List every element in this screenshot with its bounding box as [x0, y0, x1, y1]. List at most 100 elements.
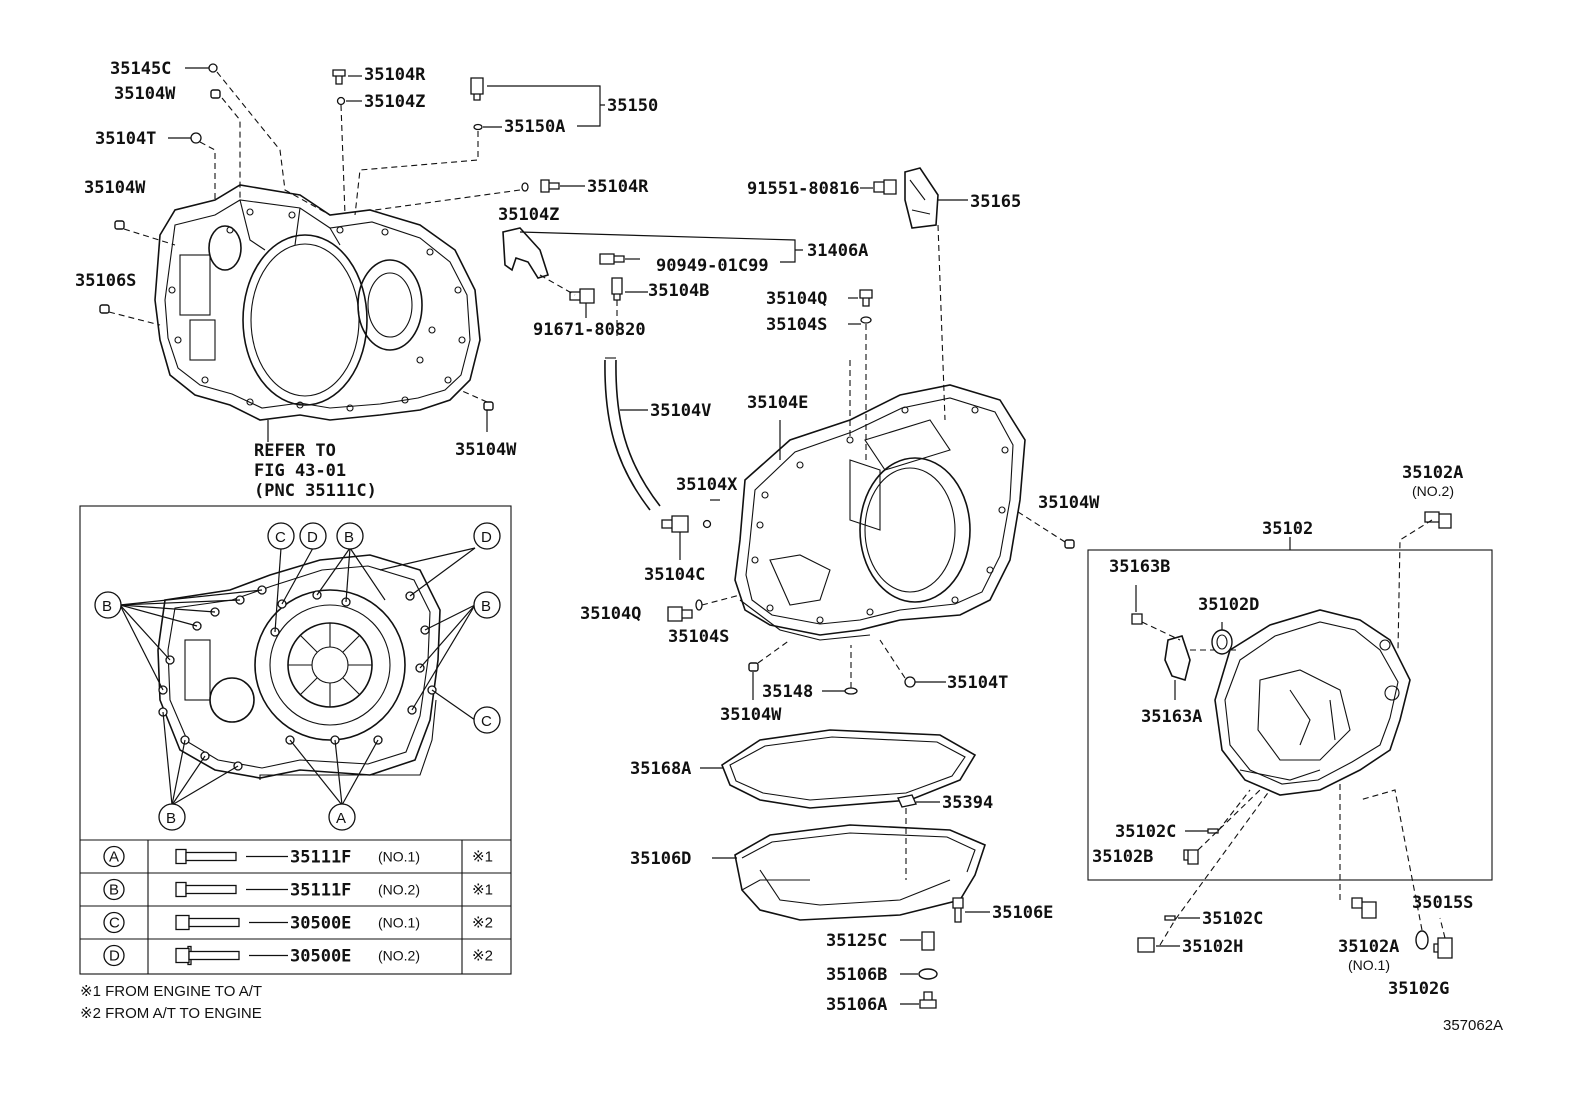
- callout-D-top-text: D: [307, 529, 318, 546]
- washer-35104Z-a: [336, 96, 346, 106]
- hose-35104V: [604, 359, 651, 511]
- label-35102H: 35102H: [1182, 937, 1243, 957]
- table-key-circle: [103, 845, 125, 868]
- pin-35106S: [99, 304, 110, 314]
- o-ring-35104T-a: [190, 132, 202, 144]
- label-35163B: 35163B: [1109, 557, 1170, 577]
- o-ring-35150A: [473, 123, 483, 131]
- table-no: (NO.2): [378, 948, 420, 964]
- table-row: A 35111F (NO.1) ※1: [103, 845, 493, 868]
- transaxle-housing-drawing: [154, 184, 481, 421]
- table-mark: ※2: [472, 948, 493, 965]
- label-91671-80820: 91671-80820: [533, 320, 646, 340]
- label-35102C-a: 35102C: [1115, 822, 1176, 842]
- o-ring-35145C: [208, 63, 218, 73]
- plug-35104Q-b: [667, 606, 693, 622]
- footnote-2: ※2 FROM A/T TO ENGINE: [80, 1005, 262, 1022]
- bolt-icon: [175, 881, 187, 898]
- bolt-shank-icon: [185, 884, 237, 895]
- gasket-35148: [844, 687, 858, 695]
- label-35104W-d: 35104W: [1038, 493, 1100, 513]
- bolt-91551: [873, 179, 897, 195]
- callout-B-top-text: B: [344, 529, 354, 546]
- bolt-icon: [175, 914, 190, 931]
- label-35150: 35150: [607, 96, 658, 116]
- label-35102A-a: 35102A: [1402, 463, 1463, 483]
- label-35104Z-b: 35104Z: [498, 205, 559, 225]
- callout-B-right-text: B: [481, 598, 491, 615]
- table-no: (NO.1): [378, 849, 420, 865]
- label-35104W-e: 35104W: [720, 705, 782, 725]
- table-part: 35111F: [290, 881, 351, 901]
- plug-35015S: [1433, 937, 1453, 959]
- bolt-35106E: [952, 897, 964, 923]
- tube-35125C: [921, 931, 935, 951]
- oil-pan-group: [700, 729, 990, 1009]
- case-small-parts: [667, 289, 1075, 700]
- bracket-31406A: [502, 227, 550, 279]
- label-35163A: 35163A: [1141, 707, 1202, 727]
- small-parts-top-left: [99, 63, 560, 411]
- bolt-location-view: [119, 547, 476, 806]
- pin-35102C-b: [1164, 915, 1176, 921]
- oil-pan-35106D: [734, 824, 986, 921]
- callout-A-bottom: [328, 803, 356, 831]
- callout-D-right-text: D: [481, 529, 492, 546]
- label-90949-01C99: 90949-01C99: [656, 256, 769, 276]
- seal-35102D: [1211, 629, 1233, 655]
- plug-35102H: [1137, 937, 1155, 953]
- table-mark: ※1: [472, 882, 493, 899]
- label-35102D: 35102D: [1198, 595, 1259, 615]
- label-35104T-b: 35104T: [947, 673, 1008, 693]
- label-35394: 35394: [942, 793, 993, 813]
- gasket-35102G: [1415, 930, 1429, 950]
- bolt-icon: [175, 848, 187, 865]
- callout-B-left-text: B: [102, 598, 112, 615]
- washer-35104Z-b: [521, 182, 529, 192]
- table-part: 35111F: [290, 848, 351, 868]
- callout-B-bottom-text: B: [166, 810, 176, 827]
- figure-id: 357062A: [1443, 1017, 1503, 1034]
- label-35168A: 35168A: [630, 759, 691, 779]
- extension-housing-drawing: [1214, 609, 1411, 796]
- footnote-1: ※1 FROM ENGINE TO A/T: [80, 983, 262, 1000]
- plug-35150: [470, 77, 484, 101]
- callout-B-right: [473, 591, 501, 619]
- label-35104S-a: 35104S: [766, 315, 827, 335]
- bolt-35163B: [1131, 613, 1143, 625]
- table-key: A: [109, 849, 119, 866]
- label-35150A: 35150A: [504, 117, 565, 137]
- bracket-35165: [904, 167, 939, 229]
- label-35102A-b: 35102A: [1338, 937, 1399, 957]
- leader-lines-top-left: [108, 67, 605, 442]
- bolt-shank-icon: [185, 851, 237, 862]
- table-mark: ※1: [472, 849, 493, 866]
- bolt-shank-icon: [188, 950, 240, 961]
- label-35102C-b: 35102C: [1202, 909, 1263, 929]
- bolt-35102B: [1183, 849, 1199, 865]
- label-35104W-b: 35104W: [84, 178, 146, 198]
- bracket-parts: [502, 227, 803, 560]
- label-35106B: 35106B: [826, 965, 887, 985]
- label-35106A: 35106A: [826, 995, 887, 1015]
- table-key: D: [109, 948, 120, 965]
- pin-35102C-a: [1207, 828, 1219, 834]
- label-35104W-c: 35104W: [455, 440, 517, 460]
- label-35102A-b-no: (NO.1): [1348, 957, 1390, 973]
- filter-35394: [897, 794, 917, 808]
- table-key: C: [109, 915, 120, 932]
- label-35165: 35165: [970, 192, 1021, 212]
- bracket-35165-parts: [860, 167, 968, 421]
- label-35145C: 35145C: [110, 59, 171, 79]
- callout-circles: B B A B C C D B D: [94, 522, 501, 831]
- o-ring-35104X: [702, 519, 712, 529]
- callout-C-right: [473, 706, 501, 734]
- o-ring-35104S-a: [860, 316, 872, 324]
- callout-B-top: [336, 522, 364, 550]
- table-key-circle: [103, 878, 125, 901]
- lever-35163A: [1164, 635, 1191, 682]
